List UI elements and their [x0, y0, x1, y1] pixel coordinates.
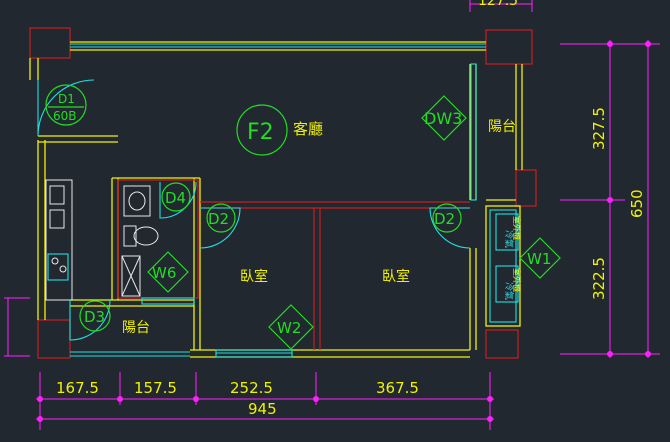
- sink-icon: [123, 185, 151, 217]
- columns: [29, 27, 537, 359]
- tag-d2-right: D2: [434, 210, 455, 228]
- ac-unit-bottom-tag: 室外機: [512, 268, 522, 292]
- column-right-mid: [515, 169, 537, 207]
- column-top-left: [29, 27, 71, 59]
- ac-unit-top-label: 冷氣: [503, 230, 515, 248]
- tag-dw3: DW3: [424, 109, 462, 128]
- tag-d1-circle: [45, 84, 87, 126]
- tags: D1 60B F2 客廳 DW3 D4 D2 D2 W6 W1 W2 D3: [45, 84, 561, 350]
- tag-w6: W6: [152, 264, 176, 282]
- room-bedroom-left: 臥室: [240, 268, 268, 285]
- living-room-code: F2: [247, 120, 274, 145]
- tag-w2: W2: [277, 319, 301, 337]
- living-room-circle: [236, 104, 288, 156]
- ac-unit-bottom-label: 冷氣: [503, 282, 515, 300]
- dim-right-upper: 327.5: [590, 107, 608, 150]
- dim-top-partial: 127.5: [478, 0, 518, 9]
- ac-unit-top: [495, 213, 519, 251]
- ac-units: 冷氣 室外機 冷氣 室外機: [495, 213, 522, 303]
- shower-icon: [121, 255, 141, 297]
- bottom-dimensions: 167.5 157.5 252.5 367.5 945: [36, 372, 494, 430]
- windows: [45, 43, 517, 358]
- ac-unit-top-tag: 室外機: [512, 216, 522, 240]
- tag-d3: D3: [84, 308, 105, 326]
- bedroom-partitions: [117, 179, 470, 350]
- dim-bottom-2: 157.5: [134, 379, 177, 397]
- tag-w1: W1: [527, 250, 551, 268]
- tag-d1: D1: [58, 92, 75, 106]
- column-top-right: [485, 29, 533, 65]
- dim-bottom-3: 252.5: [230, 379, 273, 397]
- tag-dw3-diamond: [421, 95, 467, 141]
- right-dimensions: 327.5 322.5 650: [560, 40, 660, 358]
- top-partial-dimension: 127.5: [469, 0, 533, 12]
- doors: [37, 79, 471, 341]
- dim-right-lower: 322.5: [590, 257, 608, 300]
- dim-right-total: 650: [628, 189, 646, 218]
- living-room-label: 客廳: [293, 120, 323, 138]
- dim-bottom-1: 167.5: [56, 379, 99, 397]
- room-balcony-right: 陽台: [488, 119, 516, 135]
- dim-bottom-4: 367.5: [376, 379, 419, 397]
- room-labels: 陽台 臥室 臥室 陽台: [122, 119, 516, 336]
- column-bottom-left: [37, 319, 71, 359]
- left-edge-dimension: [4, 297, 30, 357]
- tag-d1-size: 60B: [53, 109, 77, 123]
- tag-d2-left: D2: [208, 210, 229, 228]
- bathroom-fixtures: [121, 185, 159, 297]
- toilet-icon: [133, 226, 159, 246]
- room-bedroom-right: 臥室: [382, 268, 410, 285]
- room-balcony-bottom: 陽台: [122, 320, 150, 336]
- dim-bottom-total: 945: [248, 400, 277, 418]
- toilet-tank-icon: [123, 225, 137, 247]
- tag-d4: D4: [165, 189, 186, 207]
- ac-unit-bottom: [495, 265, 519, 303]
- column-bottom-right: [485, 329, 519, 359]
